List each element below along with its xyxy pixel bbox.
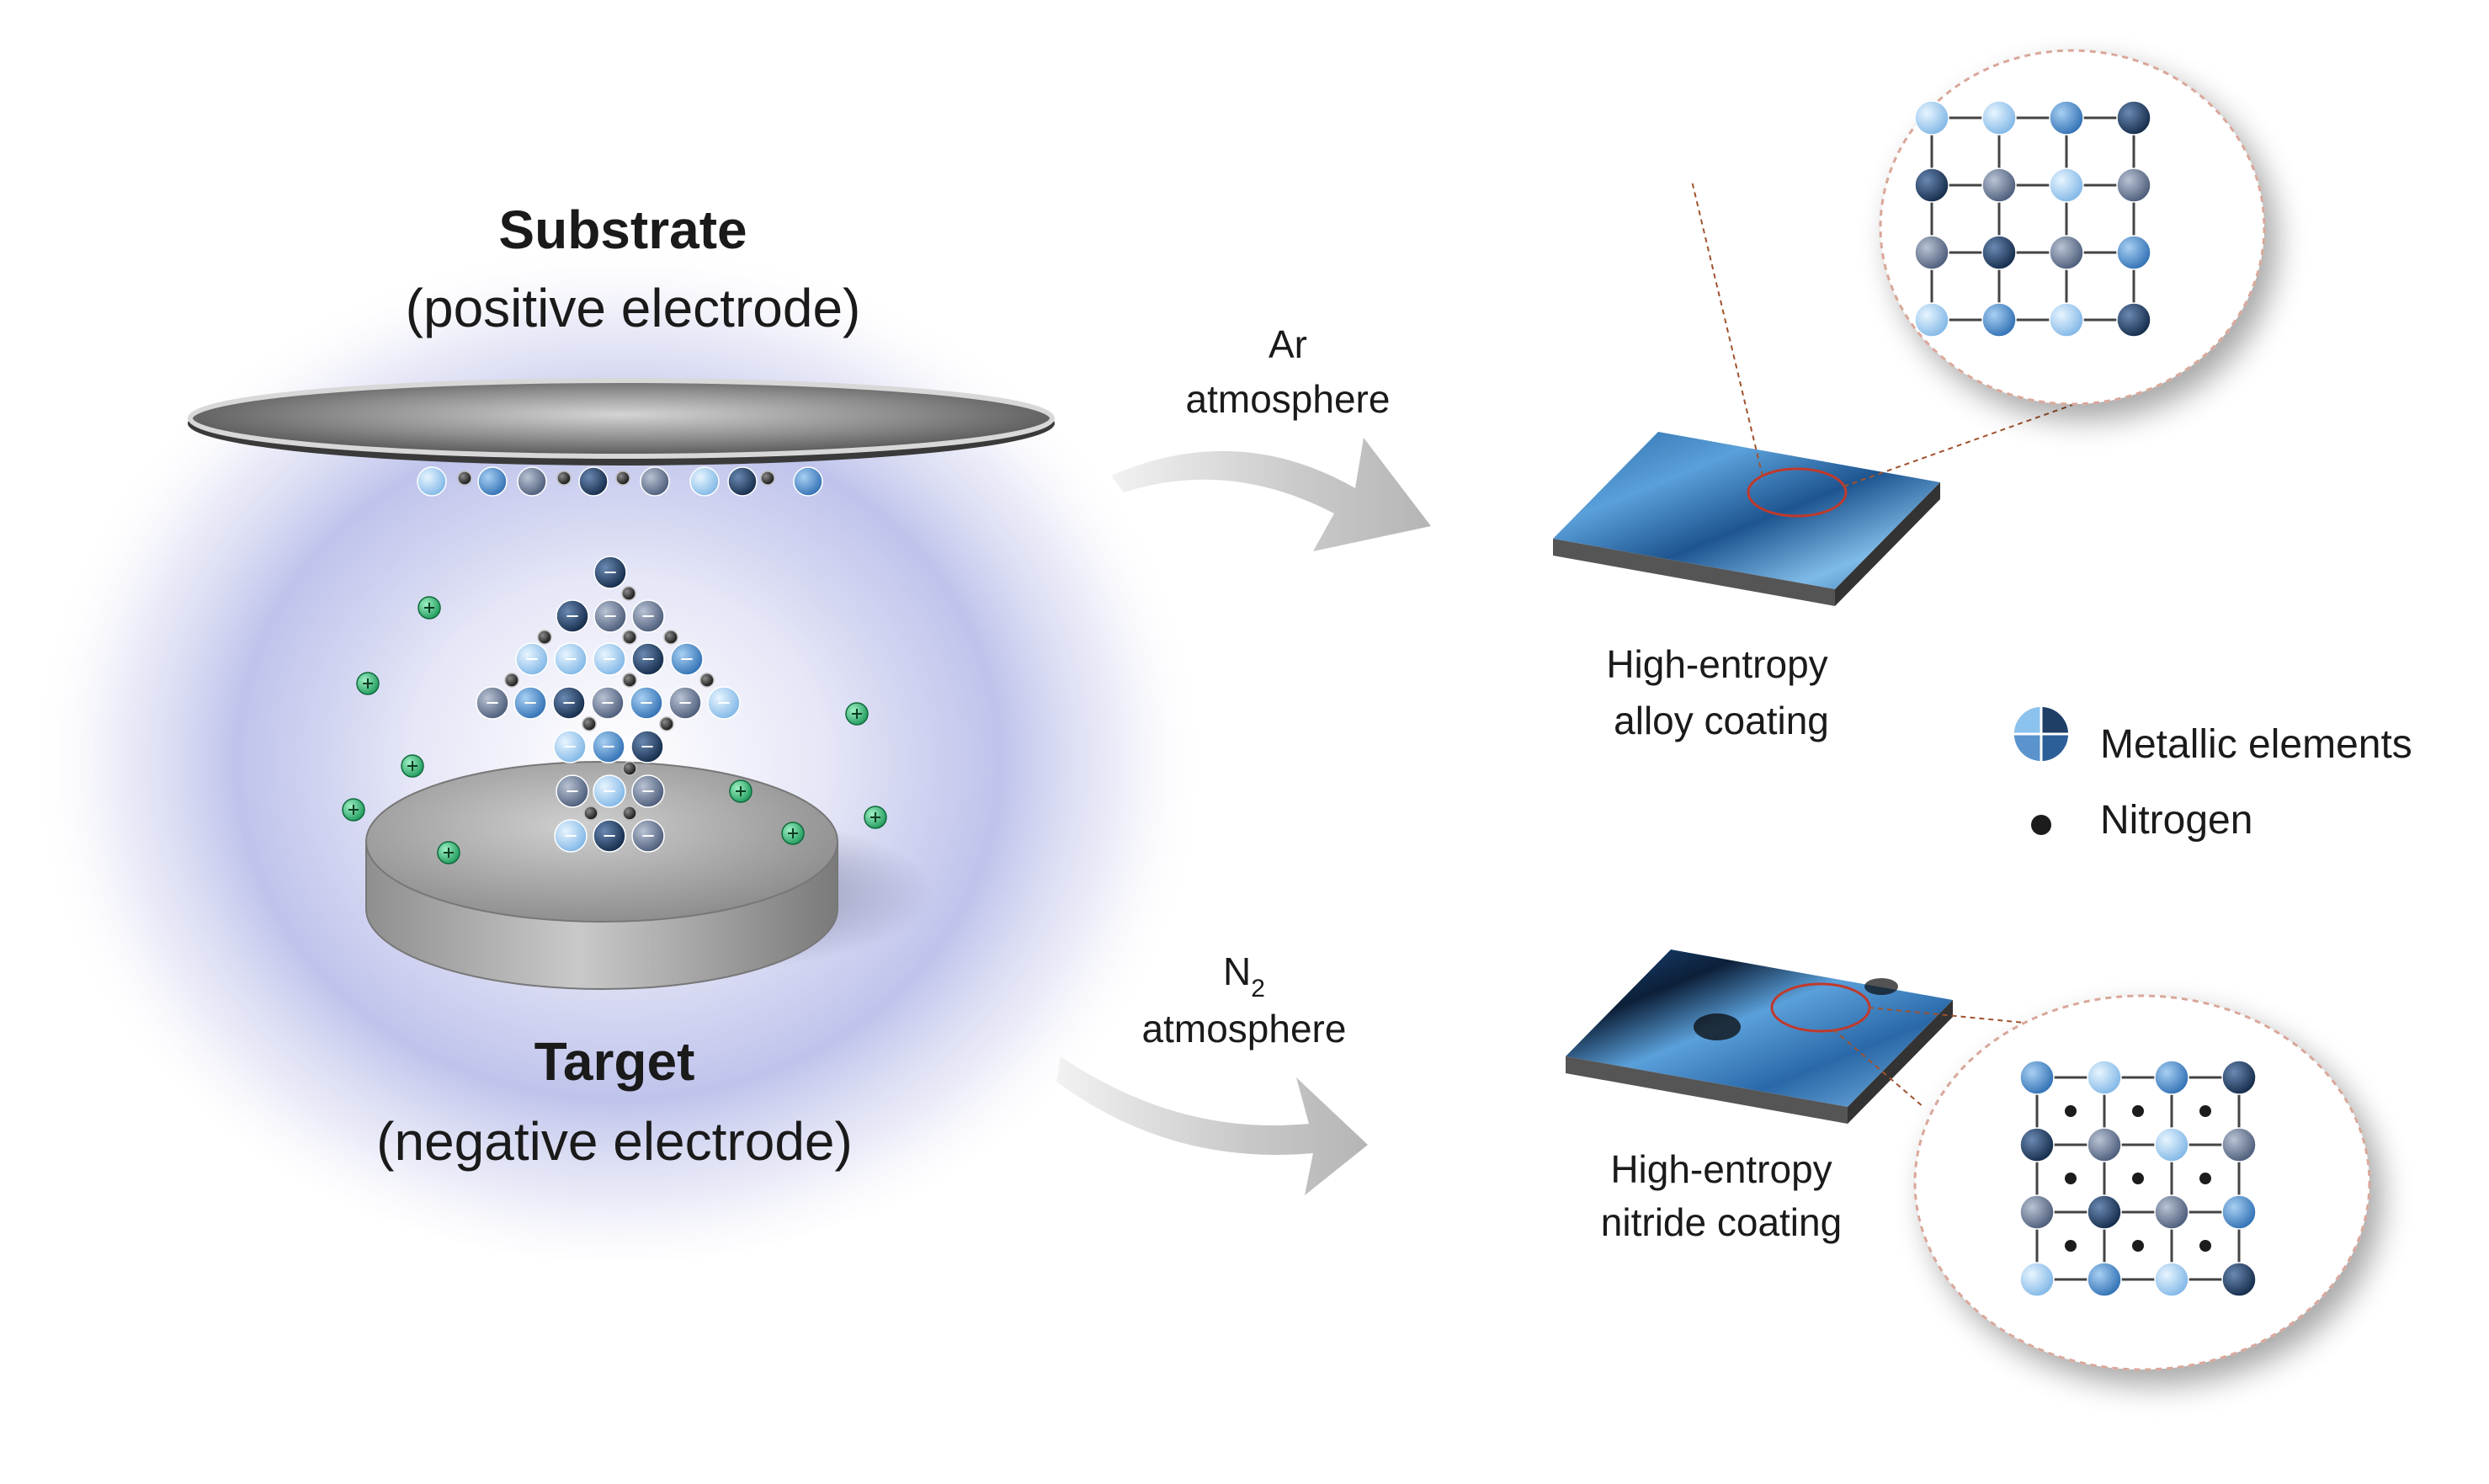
nitrogen-atom	[621, 586, 636, 601]
lattice-metal-atom	[1914, 168, 1949, 203]
lattice-metal-atom	[1914, 235, 1949, 270]
nitrogen-atom	[537, 630, 552, 645]
lattice-nitrogen-atom	[2132, 1240, 2144, 1252]
nitrogen-atom	[556, 471, 572, 486]
lattice-metal-atom	[2049, 235, 2084, 270]
lattice-metal-atom	[2116, 235, 2151, 270]
metal-atom	[793, 466, 823, 497]
metal-atom	[689, 466, 720, 497]
lattice-nitrogen-atom	[2132, 1173, 2144, 1184]
alloy-zoom-circle	[1879, 49, 2266, 406]
ar-atmosphere-label: atmosphere	[1186, 377, 1391, 421]
lattice-metal-atom	[2019, 1194, 2055, 1230]
lattice-metal-atom	[2154, 1194, 2189, 1230]
target-subtitle: (negative electrode)	[376, 1111, 853, 1172]
lattice-metal-atom	[2019, 1127, 2055, 1162]
nitrogen-atom	[504, 673, 519, 688]
lattice-nitrogen-atom	[2065, 1173, 2077, 1184]
nitrogen-atom	[663, 630, 678, 645]
metal-atom	[417, 466, 447, 497]
legend-metallic-label: Metallic elements	[2100, 722, 2412, 767]
nitride-coating-label-1: High-entropy	[1610, 1147, 1832, 1191]
arrow-to-alloy	[1111, 438, 1431, 551]
nitride-zoom-circle	[1913, 994, 2371, 1371]
lattice-metal-atom	[1914, 302, 1949, 338]
lattice-metal-atom	[1981, 302, 2017, 338]
nitrogen-atom	[622, 673, 637, 688]
lattice-metal-atom	[2221, 1127, 2257, 1162]
lattice-metal-atom	[1981, 235, 2017, 270]
nitrogen-atom	[659, 716, 674, 731]
lattice-metal-atom	[2087, 1262, 2122, 1297]
lattice-metal-atom	[2154, 1262, 2189, 1297]
lattice-nitrogen-atom	[2199, 1105, 2211, 1117]
nitrogen-atom	[622, 806, 637, 821]
lattice-nitrogen-atom	[2132, 1105, 2144, 1117]
ar-label: Ar	[1268, 322, 1307, 366]
lattice-nitrogen-atom	[2199, 1173, 2211, 1184]
lattice-nitrogen-atom	[2065, 1240, 2077, 1252]
lattice-metal-atom	[2087, 1060, 2122, 1095]
lattice-metal-atom	[2019, 1262, 2055, 1297]
lattice-metal-atom	[2049, 302, 2084, 338]
lattice-nitrogen-atom	[2199, 1240, 2211, 1252]
lattice-metal-atom	[2087, 1194, 2122, 1230]
substrate-plate	[188, 378, 1055, 465]
metal-atom	[578, 466, 609, 497]
nitrogen-atom	[760, 471, 775, 486]
lattice-metal-atom	[2221, 1194, 2257, 1230]
substrate-subtitle: (positive electrode)	[406, 278, 861, 338]
lattice-metal-atom	[2116, 302, 2151, 338]
lattice-metal-atom	[1981, 100, 2017, 136]
lattice-metal-atom	[2049, 168, 2084, 203]
substrate-title: Substrate	[498, 199, 747, 260]
lattice-metal-atom	[2221, 1060, 2257, 1095]
nitrogen-atom	[582, 716, 597, 731]
n2-label: N2	[1223, 949, 1265, 1003]
nitride-coating-slab	[1566, 949, 2025, 1124]
lattice-metal-atom	[2116, 100, 2151, 136]
metal-atom	[477, 466, 508, 497]
lattice-metal-atom	[2221, 1262, 2257, 1297]
lattice-metal-atom	[2116, 168, 2151, 203]
alloy-coating-label-2: alloy coating	[1614, 699, 1829, 742]
metal-atom	[517, 466, 547, 497]
nitrogen-atom	[622, 630, 637, 645]
lattice-metal-atom	[2154, 1060, 2189, 1095]
lattice-metal-atom	[1914, 100, 1949, 136]
nitride-lattice	[2019, 1060, 2257, 1297]
nitrogen-atom	[699, 673, 715, 688]
metal-atom	[640, 466, 670, 497]
legend: Metallic elements Nitrogen	[2014, 707, 2412, 843]
nitrogen-atom	[615, 471, 630, 486]
sputtered-atoms	[342, 466, 887, 864]
nitrogen-atom	[622, 761, 637, 776]
metallic-elements-icon	[2014, 707, 2068, 761]
nitrogen-icon	[2031, 815, 2051, 835]
lattice-metal-atom	[1981, 168, 2017, 203]
lattice-nitrogen-atom	[2065, 1105, 2077, 1117]
metal-atom	[727, 466, 758, 497]
target-title: Target	[534, 1031, 695, 1092]
lattice-metal-atom	[2154, 1127, 2189, 1162]
alloy-coating-slab	[1553, 180, 2135, 606]
alloy-coating-label-1: High-entropy	[1606, 642, 1827, 686]
legend-nitrogen-label: Nitrogen	[2100, 798, 2252, 843]
n2-atmosphere-label: atmosphere	[1142, 1007, 1347, 1051]
lattice-metal-atom	[2019, 1060, 2055, 1095]
nitrogen-atom	[457, 471, 472, 486]
alloy-zoom-marker	[1747, 467, 1848, 518]
nitrogen-atom	[583, 806, 598, 821]
nitride-coating-label-2: nitride coating	[1601, 1200, 1842, 1244]
alloy-lattice	[1914, 100, 2151, 338]
lattice-metal-atom	[2049, 100, 2084, 136]
arrow-to-nitride	[1056, 1056, 1368, 1195]
lattice-metal-atom	[2087, 1127, 2122, 1162]
